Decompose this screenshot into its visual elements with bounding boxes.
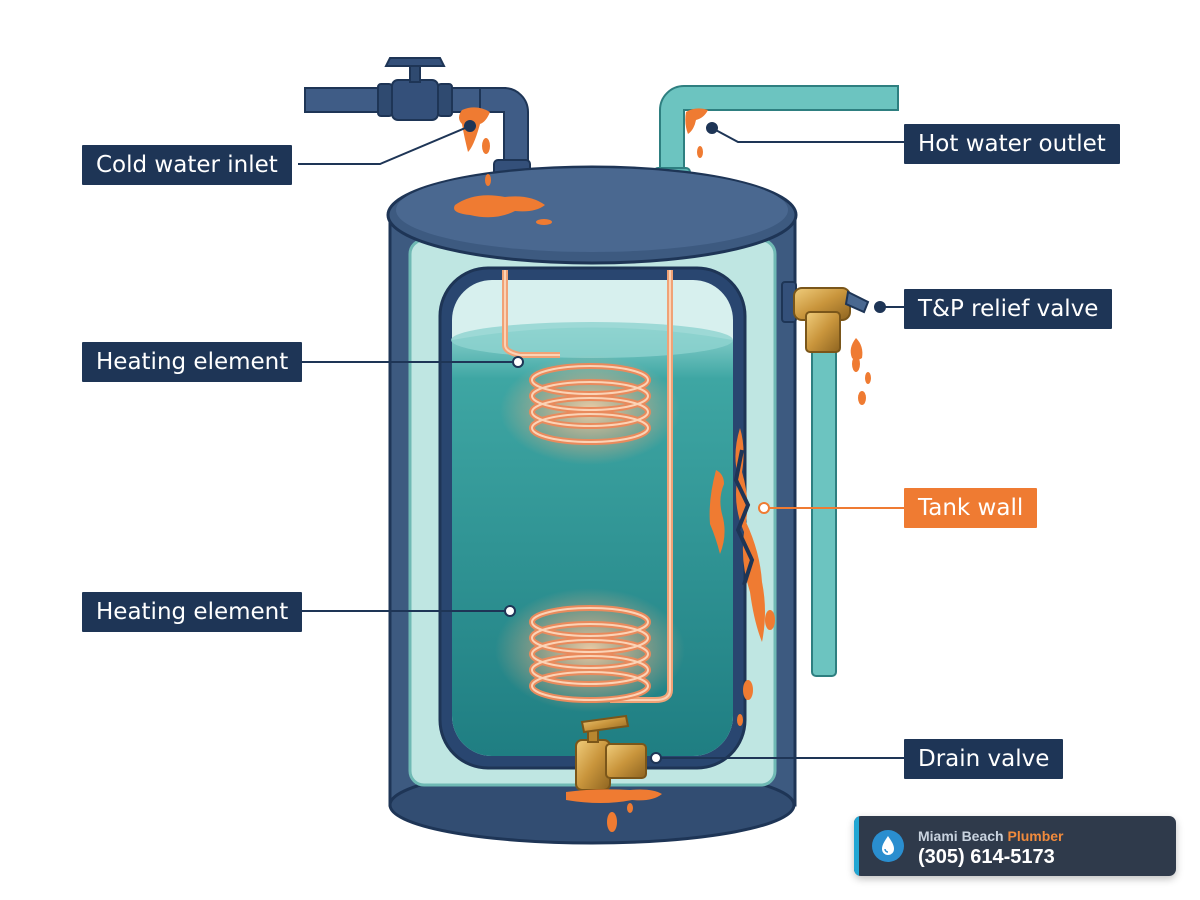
- brand-name-accent: Plumber: [1007, 828, 1064, 844]
- upper-heating-element: [500, 270, 680, 465]
- label-drain-valve: Drain valve: [904, 739, 1064, 779]
- cold-water-pipe: [304, 57, 531, 193]
- leaks: [454, 107, 871, 832]
- brand-name: Miami Beach Plumber: [918, 828, 1064, 844]
- drain-valve: [575, 714, 647, 791]
- badge-stripe: [854, 816, 859, 876]
- water-drop-icon: [872, 830, 904, 862]
- label-heating-element-lower: Heating element: [82, 592, 303, 632]
- label-tank-wall: Tank wall: [904, 488, 1038, 528]
- label-hot-water-outlet: Hot water outlet: [904, 124, 1120, 164]
- lower-heating-element: [495, 270, 685, 712]
- phone-number[interactable]: (305) 614-5173: [918, 846, 1055, 868]
- label-tp-relief-valve: T&P relief valve: [904, 289, 1113, 329]
- leader-lines: [298, 120, 904, 764]
- label-cold-water-inlet: Cold water inlet: [82, 145, 292, 185]
- brand-name-primary: Miami Beach: [918, 828, 1004, 844]
- tank-wall-leader: [758, 502, 904, 514]
- label-heating-element-upper: Heating element: [82, 342, 303, 382]
- tank-wall-crack: [733, 449, 755, 586]
- brand-badge: Miami Beach Plumber (305) 614-5173: [854, 816, 1176, 876]
